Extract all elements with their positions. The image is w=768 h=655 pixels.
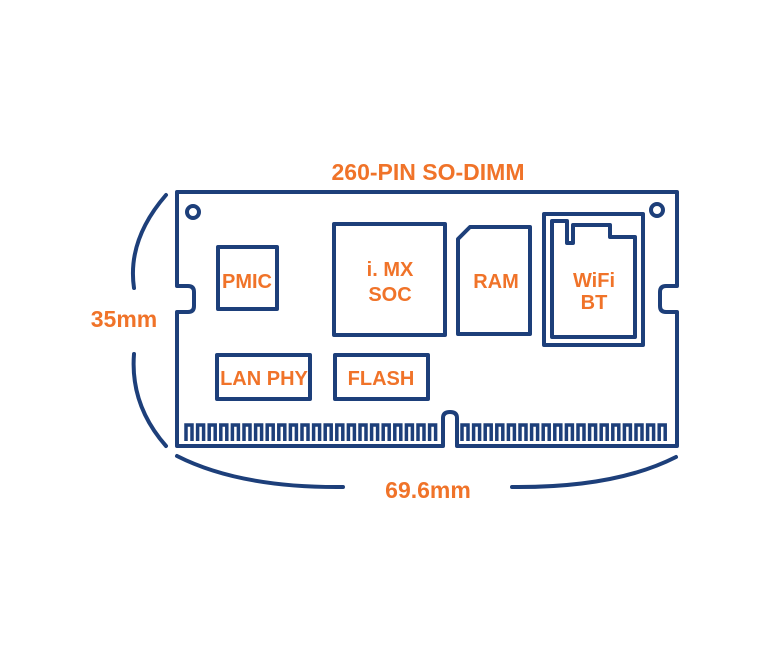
connector-pin bbox=[471, 423, 482, 441]
connector-pin bbox=[541, 423, 551, 441]
board-outline bbox=[175, 190, 679, 448]
lan-phy-chip bbox=[215, 353, 312, 401]
height-label: 35mm bbox=[91, 306, 157, 332]
connector-pin bbox=[529, 423, 540, 441]
connector-pin bbox=[611, 423, 621, 441]
connector-pin bbox=[553, 423, 563, 441]
connector-pin bbox=[483, 423, 493, 441]
connector-pin bbox=[311, 423, 322, 441]
connector-pin bbox=[288, 423, 299, 441]
connector-pin bbox=[645, 423, 656, 441]
title-label: 260-PIN SO-DIMM bbox=[332, 159, 525, 185]
connector-pin bbox=[404, 423, 415, 441]
connector-pin bbox=[460, 423, 470, 441]
soc-label-line1: i. MX bbox=[367, 259, 414, 281]
connector-pin bbox=[506, 423, 517, 441]
connector-pin bbox=[495, 423, 505, 441]
connector-pin bbox=[277, 423, 287, 441]
connector-pin bbox=[427, 423, 438, 441]
connector-pin bbox=[195, 423, 206, 441]
ram-label: RAM bbox=[473, 271, 519, 293]
wifi-bt-chip bbox=[550, 219, 637, 339]
width-label: 69.6mm bbox=[385, 477, 471, 503]
connector-pin bbox=[242, 423, 252, 441]
pmic-label: PMIC bbox=[222, 271, 272, 293]
connector-pin bbox=[564, 423, 575, 441]
connector-pin bbox=[184, 423, 194, 441]
connector-pin bbox=[518, 423, 528, 441]
connector-pin bbox=[634, 423, 644, 441]
connector-pin bbox=[323, 423, 333, 441]
flash-chip bbox=[333, 353, 430, 401]
connector-pin bbox=[587, 423, 598, 441]
connector-pin bbox=[253, 423, 264, 441]
connector-pin bbox=[622, 423, 633, 441]
lan-phy-label: LAN PHY bbox=[220, 368, 308, 390]
connector-pin bbox=[265, 423, 275, 441]
connector-pin bbox=[346, 423, 357, 441]
connector-pin bbox=[300, 423, 310, 441]
bt-label-line2: BT bbox=[581, 292, 608, 314]
connector-pin bbox=[369, 423, 380, 441]
mounting-hole-right bbox=[649, 202, 665, 218]
connector-pin bbox=[358, 423, 368, 441]
mounting-hole-left bbox=[185, 204, 201, 220]
height-dimension-lower bbox=[131, 352, 168, 448]
ram-chip bbox=[456, 225, 532, 336]
wifi-label-line1: WiFi bbox=[573, 270, 615, 292]
connector-pin bbox=[381, 423, 391, 441]
connector-pin bbox=[416, 423, 426, 441]
width-dimension-left bbox=[175, 454, 345, 490]
width-dimension-right bbox=[510, 455, 678, 490]
connector-pin bbox=[207, 423, 217, 441]
connector-pin bbox=[599, 423, 609, 441]
connector-pin bbox=[657, 423, 667, 441]
edge-connector-pins bbox=[184, 423, 667, 441]
height-dimension-upper bbox=[130, 193, 168, 290]
soc-label-line2: SOC bbox=[368, 284, 411, 306]
connector-pin bbox=[219, 423, 229, 441]
connector-pin bbox=[335, 423, 345, 441]
connector-pin bbox=[576, 423, 586, 441]
connector-pin bbox=[230, 423, 241, 441]
soc-chip bbox=[332, 222, 447, 337]
wifi-bt-module bbox=[542, 212, 645, 347]
pmic-chip bbox=[216, 245, 279, 311]
flash-label: FLASH bbox=[348, 368, 415, 390]
connector-pin bbox=[393, 423, 403, 441]
